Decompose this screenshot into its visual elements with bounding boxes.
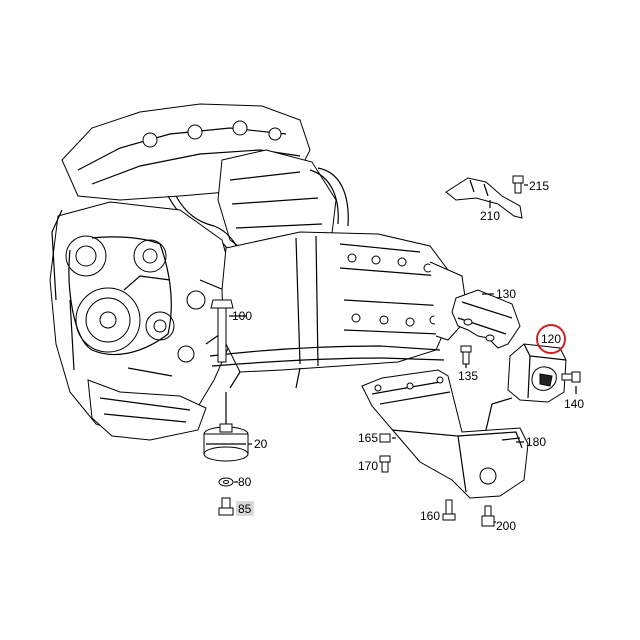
part-200-bolt [481,505,496,527]
part-label-120[interactable]: 120 [541,332,561,346]
part-label-135[interactable]: 135 [458,369,478,383]
part-label-180[interactable]: 180 [526,435,546,449]
part-80-washer [218,477,238,487]
part-label-130[interactable]: 130 [496,287,516,301]
part-20-engine-mount [203,392,252,462]
label-85-highlight [236,501,254,516]
part-210-bracket [445,177,523,219]
part-label-215[interactable]: 215 [529,179,549,193]
part-160-bolt [442,499,456,521]
part-label-210[interactable]: 210 [480,209,500,223]
part-180-crossmember [361,369,529,499]
part-label-20[interactable]: 20 [254,437,268,451]
part-135-bolt [460,345,472,368]
part-170-bolt [379,455,391,473]
part-label-140[interactable]: 140 [564,397,584,411]
part-label-200[interactable]: 200 [496,519,516,533]
part-label-165[interactable]: 165 [358,431,378,445]
part-label-85[interactable]: 85 [238,502,252,516]
transmission-illustration [209,231,469,389]
part-120-transmission-mount [507,343,567,403]
highlight-circle-120[interactable] [536,324,566,354]
part-85-bolt [218,497,234,516]
part-label-160[interactable]: 160 [420,509,440,523]
part-100-bolt [210,299,246,363]
part-165-nut [379,433,396,443]
part-label-100[interactable]: 100 [232,309,252,323]
part-label-80[interactable]: 80 [238,475,252,489]
part-label-170[interactable]: 170 [358,459,378,473]
part-130-bracket [451,289,521,349]
part-215-bolt [512,175,528,194]
part-140-bolt [561,371,581,394]
